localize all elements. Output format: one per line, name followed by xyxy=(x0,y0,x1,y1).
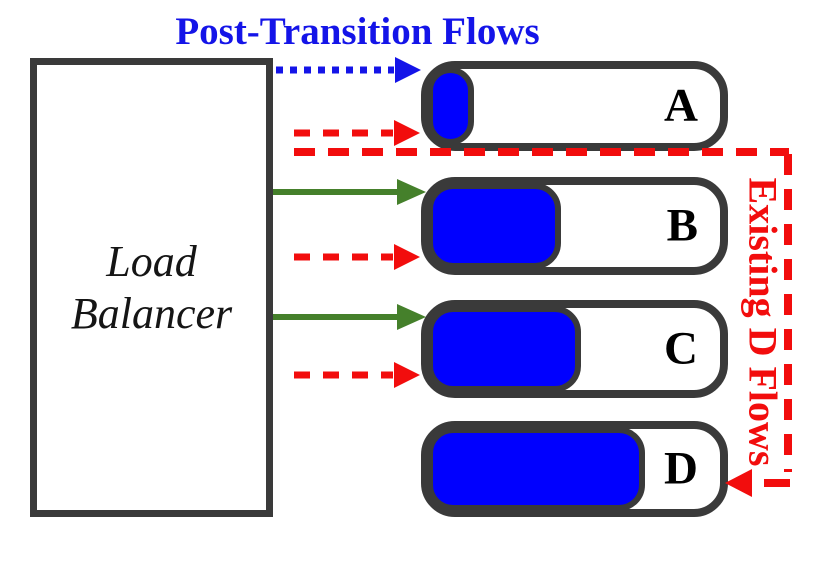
server-d-load-fill xyxy=(427,427,646,511)
server-b-label: B xyxy=(666,199,698,252)
existing-d-flows-label: Existing D Flows xyxy=(740,156,786,488)
load-balancer-label: Load Balancer xyxy=(71,236,232,340)
server-pill-d: D xyxy=(421,421,728,517)
server-pill-b: B xyxy=(421,177,728,275)
post-transition-arrowhead-icon xyxy=(395,57,421,83)
existing-d-flows-label-text: Existing D Flows xyxy=(740,177,786,467)
existing-arrow-b-head-icon xyxy=(394,244,420,270)
load-balancer-box: Load Balancer xyxy=(30,58,273,517)
server-c-label: C xyxy=(664,322,698,375)
server-a-load-fill xyxy=(427,67,474,145)
load-balancer-label-line1: Load xyxy=(106,236,197,286)
existing-arrow-a-head-icon xyxy=(394,120,420,146)
load-balancer-label-line2: Balancer xyxy=(70,288,233,338)
server-a-label: A xyxy=(664,79,698,132)
server-d-label: D xyxy=(664,442,698,495)
existing-arrow-c-head-icon xyxy=(394,362,420,388)
post-transition-flows-title: Post-Transition Flows xyxy=(175,10,540,53)
server-pill-a: A xyxy=(421,61,728,151)
server-pill-c: C xyxy=(421,300,728,398)
server-b-load-fill xyxy=(427,183,561,269)
server-c-load-fill xyxy=(427,306,582,392)
